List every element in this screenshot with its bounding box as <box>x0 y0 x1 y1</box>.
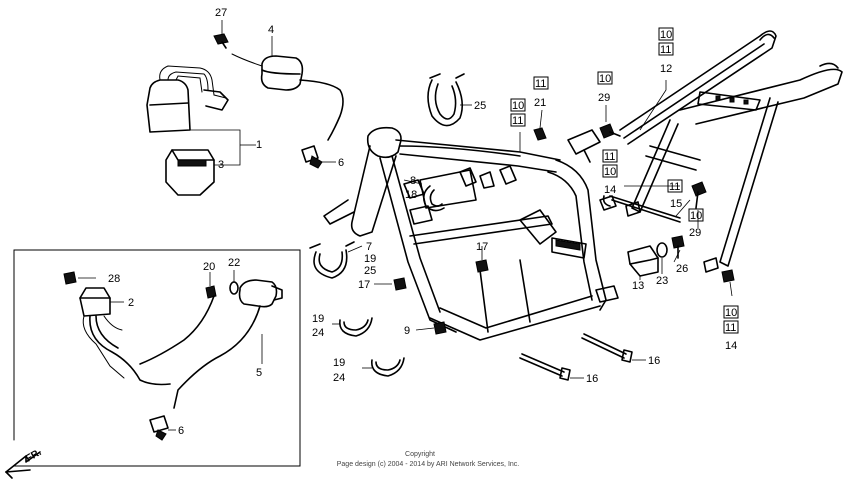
bolt-part-27 <box>213 33 229 49</box>
callout-7: 7 <box>366 241 372 253</box>
callout-15: 15 <box>670 198 682 210</box>
copyright-text: Page design (c) 2004 - 2014 by ARI Netwo… <box>337 461 520 468</box>
leader-lines <box>78 20 733 431</box>
bolt-part-14-lower <box>721 269 735 283</box>
callout-1: 1 <box>256 139 262 151</box>
callout-box-10d <box>602 164 618 178</box>
callout-box-10f <box>723 305 739 319</box>
bolt-part-16-upper <box>581 333 633 363</box>
callout-6-upper: 6 <box>338 157 344 169</box>
callout-11b: 11 <box>535 78 546 90</box>
callout-16-right: 16 <box>648 355 660 367</box>
clamp-part-24-lower <box>371 357 405 377</box>
cdi-unit-part-2 <box>79 287 171 386</box>
callout-29-lower: 29 <box>689 227 701 239</box>
callout-2: 2 <box>128 297 134 309</box>
plug-cap-part-6-upper <box>301 145 323 169</box>
bolt-part-9 <box>433 321 447 335</box>
callout-27: 27 <box>215 7 227 19</box>
callout-25-mid: 25 <box>364 265 376 277</box>
nut-part-17-lower <box>393 277 407 291</box>
callout-14-upper: 14 <box>604 184 616 196</box>
callout-5: 5 <box>256 367 262 379</box>
callout-box-10a <box>510 98 526 112</box>
bolt-part-29-lower <box>691 181 707 209</box>
callout-4: 4 <box>268 24 274 36</box>
callout-11d: 11 <box>604 151 615 163</box>
ignition-coil-part-5 <box>139 279 283 409</box>
callout-8: 8 <box>410 175 416 187</box>
callout-10d: 10 <box>604 166 616 178</box>
rear-subframe-part-12 <box>619 30 843 273</box>
clamp-part-7 <box>309 241 355 279</box>
callout-box-11c <box>658 42 674 56</box>
callout-10c: 10 <box>660 29 672 41</box>
bolt-part-21 <box>533 127 547 141</box>
washer-part-23 <box>656 242 668 258</box>
bolt-part-29-upper <box>599 123 621 139</box>
nut-part-17-upper <box>475 259 489 273</box>
bolt-part-28 <box>63 271 77 285</box>
callout-19-upper-left: 19 <box>312 313 324 325</box>
callout-21: 21 <box>534 97 546 109</box>
plug-cap-part-6-lower <box>149 415 169 441</box>
ignition-coil-part-4 <box>231 53 344 141</box>
callout-10e: 10 <box>690 210 702 222</box>
callout-box-10e <box>688 208 704 222</box>
callout-10f: 10 <box>725 307 737 319</box>
callout-11c: 11 <box>660 44 671 56</box>
collar-part-13 <box>627 245 659 277</box>
callout-19-lower-left: 19 <box>333 357 345 369</box>
callout-11e: 11 <box>669 181 680 193</box>
callout-16-left: 16 <box>586 373 598 385</box>
callout-10b: 10 <box>599 73 611 85</box>
washer-part-22 <box>229 281 239 295</box>
cdi-unit-part-1 <box>146 65 229 133</box>
callouts: 27 4 1 3 6 25 10 11 11 21 10 29 10 11 12… <box>108 7 739 437</box>
callout-24-upper-left: 24 <box>312 327 324 339</box>
callout-20: 20 <box>203 261 215 273</box>
callout-box-11d <box>602 149 618 163</box>
callout-14-lower: 14 <box>725 340 737 352</box>
callout-3: 3 <box>218 159 224 171</box>
wiring-harness-inset <box>13 249 301 467</box>
clamp-part-8 <box>422 185 445 212</box>
callout-24-lower-left: 24 <box>333 372 345 384</box>
callout-23: 23 <box>656 275 668 287</box>
front-direction-label: FR. <box>24 447 44 465</box>
callout-6-lower: 6 <box>178 425 184 437</box>
callout-29-upper: 29 <box>598 92 610 104</box>
rubber-mount-part-3 <box>165 149 215 196</box>
callout-19-mid: 19 <box>364 253 376 265</box>
callout-box-11e <box>667 179 683 193</box>
main-frame-body <box>323 126 619 341</box>
clamp-part-24-upper <box>339 317 373 337</box>
front-direction-arrow <box>5 451 41 479</box>
callout-13: 13 <box>632 280 644 292</box>
callout-box-10c <box>658 27 674 41</box>
bolt-part-16-lower <box>519 353 571 381</box>
callout-box-11a <box>510 113 526 127</box>
callout-25-upper: 25 <box>474 100 486 112</box>
callout-11f: 11 <box>725 322 736 334</box>
callout-9: 9 <box>404 325 410 337</box>
callout-17-lower: 17 <box>358 279 370 291</box>
callout-28: 28 <box>108 273 120 285</box>
callout-26: 26 <box>676 263 688 275</box>
callout-12: 12 <box>660 63 672 75</box>
bolt-part-20 <box>205 285 217 299</box>
callout-box-10b <box>597 71 613 85</box>
callout-22: 22 <box>228 257 240 269</box>
copyright-title: Copyright <box>405 451 435 458</box>
callout-10a: 10 <box>512 100 524 112</box>
callout-box-11f <box>723 320 739 334</box>
hose-clamp-part-25-upper <box>427 73 465 127</box>
callout-11a: 11 <box>512 115 523 127</box>
callout-box-11b <box>533 76 549 90</box>
bolt-part-15 <box>602 195 681 223</box>
callout-18: 18 <box>405 189 417 201</box>
callout-17-upper: 17 <box>476 241 488 253</box>
bolt-part-26 <box>671 235 685 259</box>
